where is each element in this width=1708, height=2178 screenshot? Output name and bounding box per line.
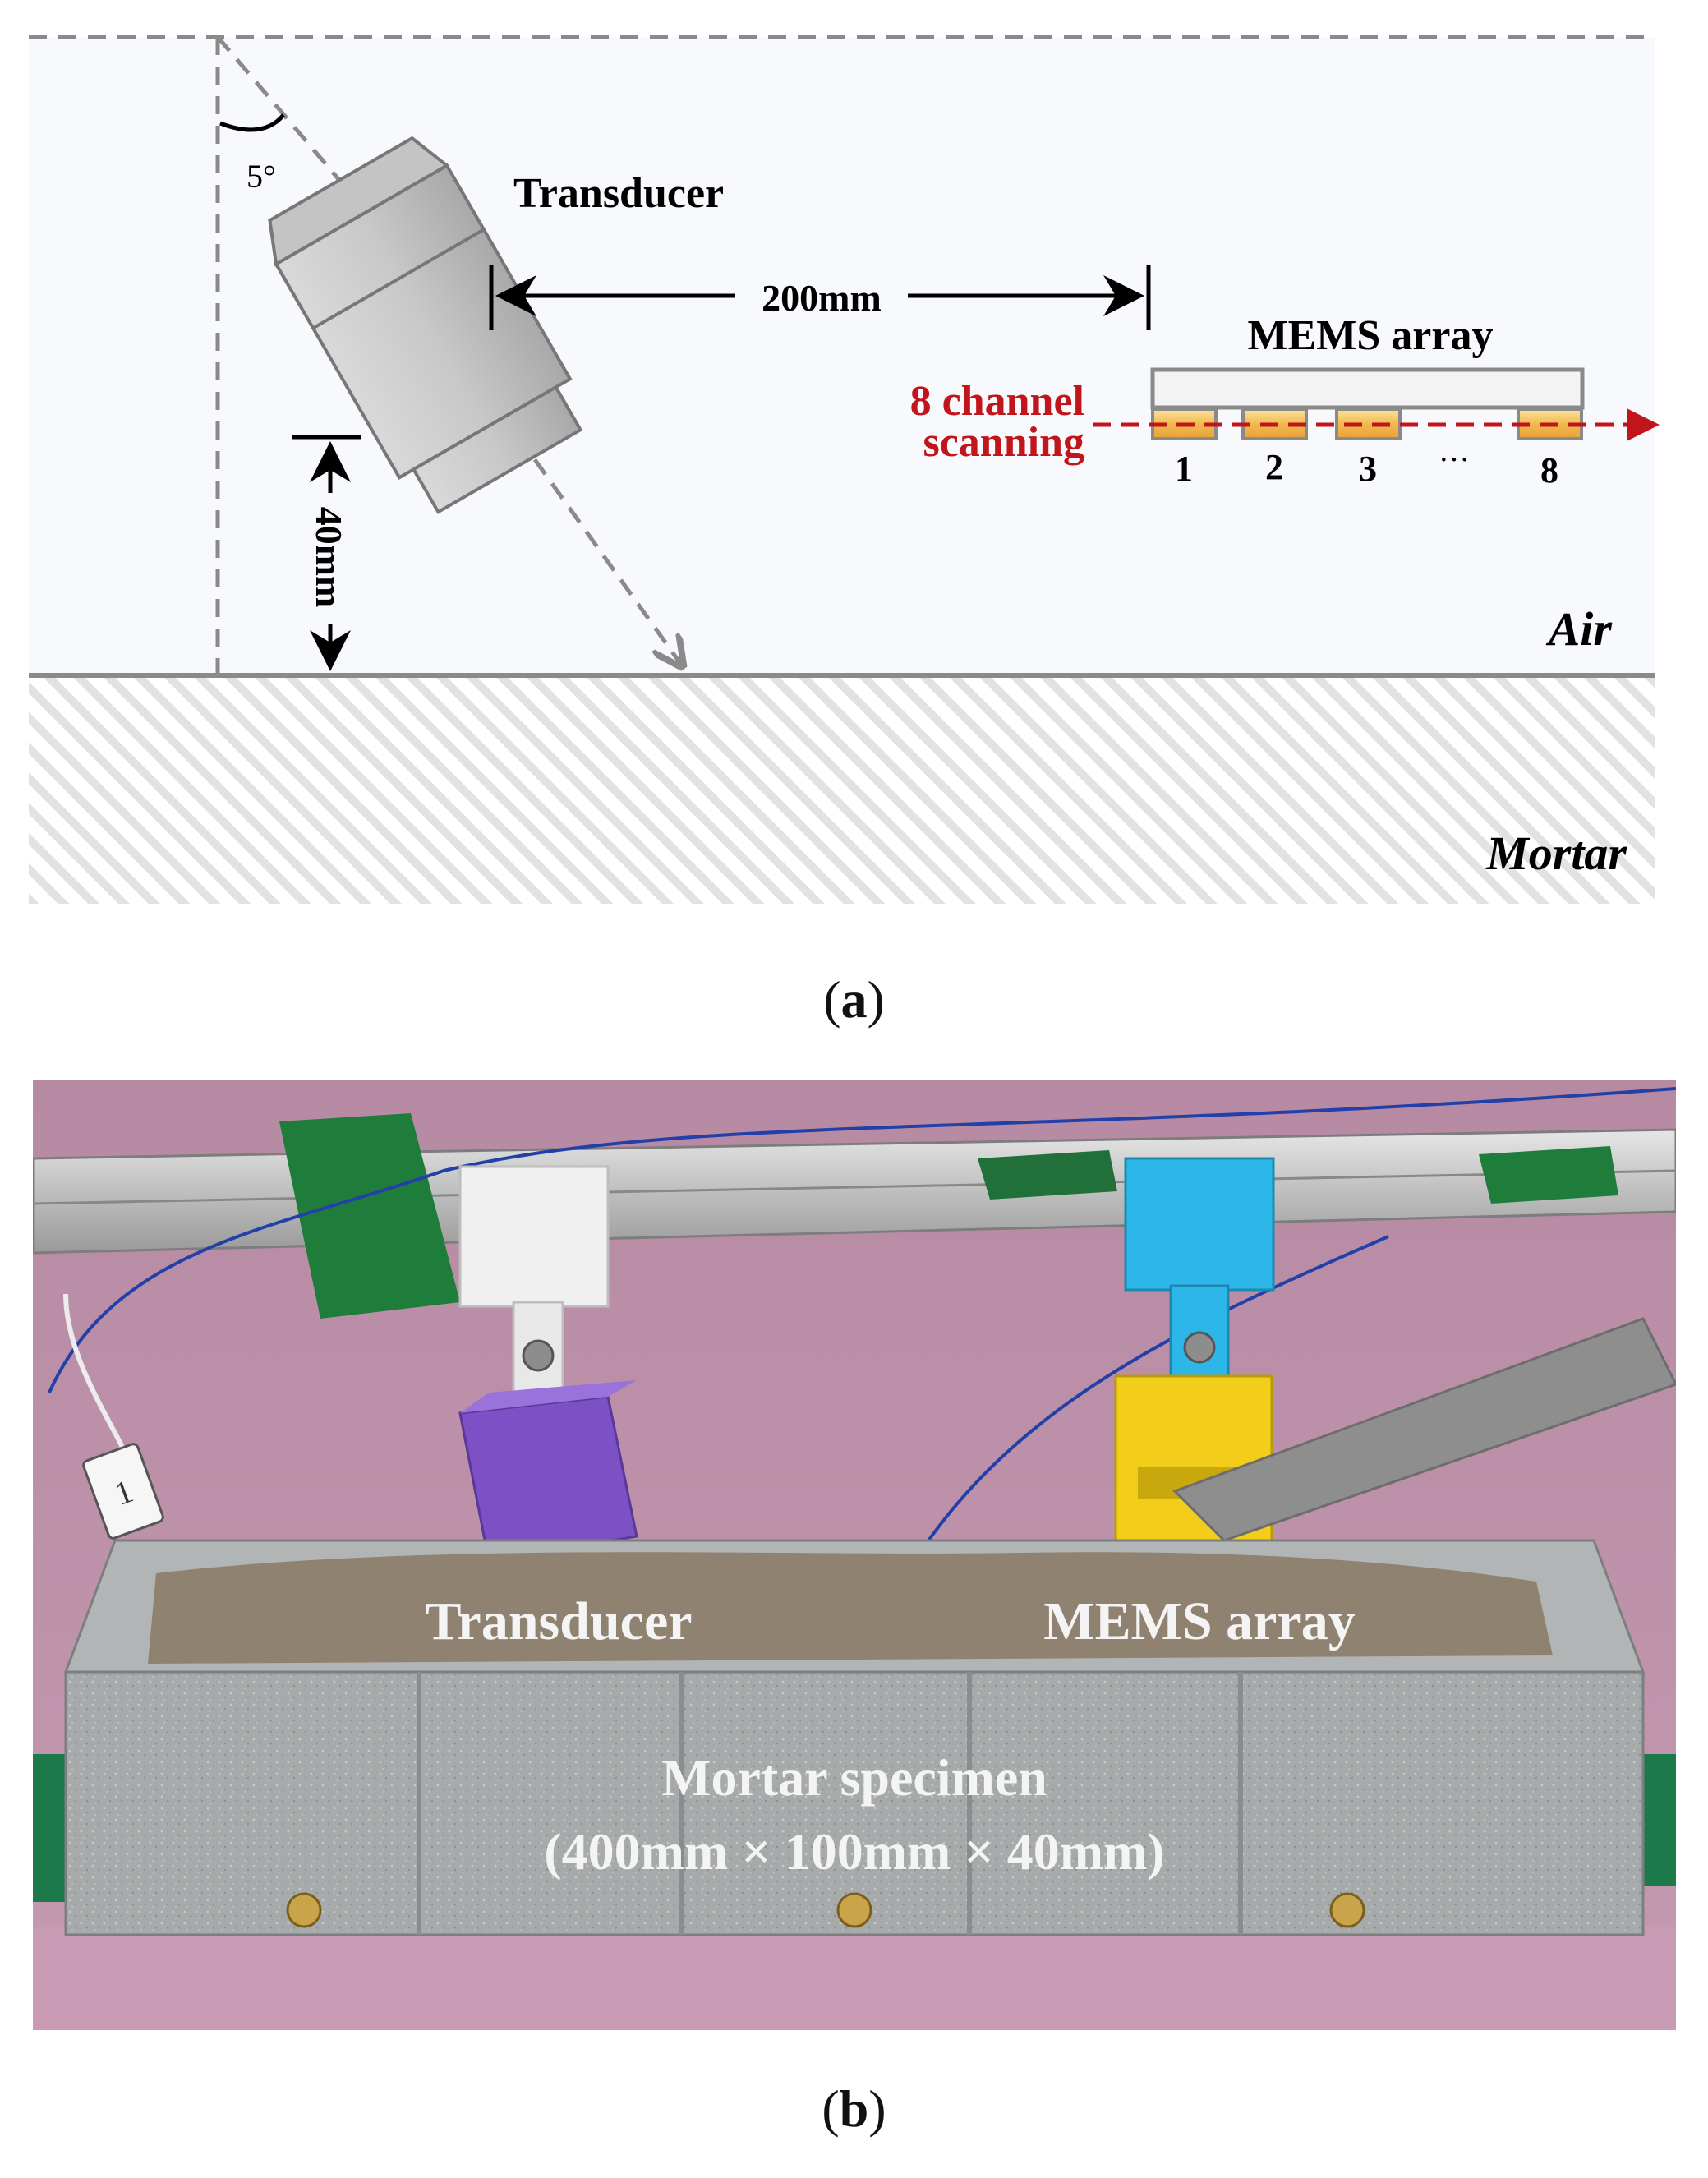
transducer-photo [458,1395,638,1563]
channel-number-3: 3 [1359,449,1377,489]
air-label: Air [1546,602,1613,656]
mortar-region [29,675,1655,904]
channel-number-1: 1 [1175,449,1193,489]
distance-label: 200mm [762,277,882,319]
mold-ribs [417,1672,1243,1935]
channel-ellipsis: ··· [1439,443,1470,477]
photo-rendering: 1 2 Transducer MEMS array Mortar specime… [33,1080,1676,2030]
channel-number-2: 2 [1265,447,1283,487]
transducer-top-face [460,1380,637,1413]
caption-a: (a) [823,970,885,1029]
photo-transducer-label: Transducer [425,1591,692,1651]
experiment-photo: 1 2 Transducer MEMS array Mortar specime… [33,1080,1676,2030]
scan-label-line1: 8 channel [910,378,1084,425]
table-surface [33,1927,1676,2030]
green-tape-mid [978,1150,1117,1200]
angle-arc [219,113,285,132]
beam-lower-line [515,434,682,665]
air-region [29,37,1655,674]
mold-bolts [286,1892,1365,1928]
transducer-mount [458,1165,610,1308]
mems-board [1150,367,1585,410]
schematic-diagram: 5° Transducer 200mm 40mm MEMS array 8 ch… [29,35,1660,904]
transducer-schematic [268,136,583,514]
transducer-bolt [522,1339,555,1372]
wire-tag-1: 1 [82,1443,164,1540]
green-tape-right [1479,1146,1618,1204]
ribbon-cable [1172,1317,1676,1542]
photo-specimen-line1: Mortar specimen [661,1748,1047,1807]
caption-b: (b) [822,2079,886,2138]
wire-blue [48,1087,1676,1393]
angle-label: 5° [246,158,276,195]
transducer-label: Transducer [513,170,724,217]
channel-number-8: 8 [1540,450,1558,490]
mems-mount [1124,1157,1275,1292]
mortar-surface [148,1552,1553,1664]
photo-mems-label: MEMS array [1043,1591,1355,1651]
height-label: 40mm [308,507,350,608]
scan-label-line2: scanning [923,419,1084,466]
mold-front-wall [64,1670,1645,1936]
mems-label: MEMS array [1248,312,1494,359]
caption-b-letter: b [839,2079,869,2138]
caption-a-letter: a [840,970,868,1029]
photo-specimen-line2: (400mm × 100mm × 40mm) [544,1822,1164,1881]
mems-bolt [1183,1331,1216,1364]
mortar-label: Mortar [1485,827,1627,880]
green-tape-left [279,1113,460,1319]
beam-upper-line [216,35,373,219]
